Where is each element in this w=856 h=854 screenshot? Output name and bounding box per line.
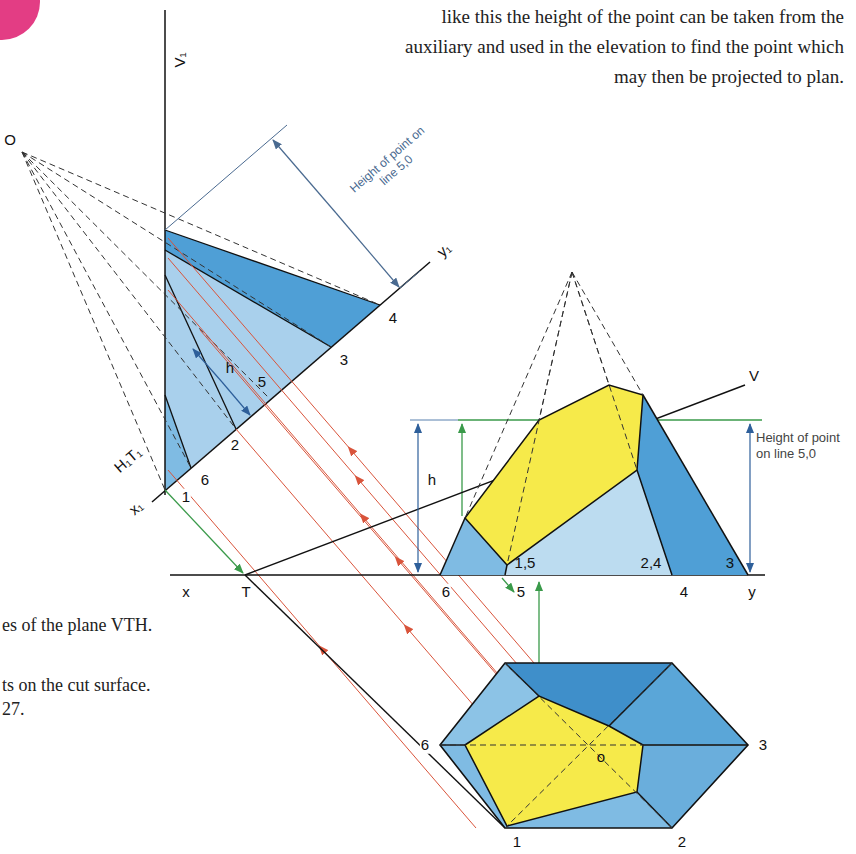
callout-number: 4 <box>388 310 398 327</box>
auxiliary-view-part-part <box>165 395 191 468</box>
axis-label: x₁ <box>125 497 147 519</box>
plan-view-part-part <box>505 663 672 828</box>
apex-label: O <box>4 132 16 149</box>
callout-number: 6 <box>200 472 210 489</box>
auxiliary-view-part <box>165 125 287 230</box>
auxiliary-view-part-part <box>165 230 380 305</box>
dimension-label: Height of point on line 5,0 <box>756 430 850 463</box>
projector-lines-part <box>168 258 548 700</box>
body-text-fragment: 27. <box>2 700 25 720</box>
green-projectors-part <box>165 490 243 573</box>
elevation-view-part-part <box>507 272 572 565</box>
elevation-view-part <box>749 500 750 572</box>
elevation-view-part-part <box>505 565 507 575</box>
green-projectors-part <box>502 578 514 592</box>
trace-label: V <box>748 368 760 385</box>
auxiliary-view-part-part <box>22 152 191 468</box>
auxiliary-view-part-part <box>165 250 331 347</box>
callout-number: 2,4 <box>641 555 662 572</box>
elevation-view-part-part <box>637 470 672 575</box>
elevation-view-part-part <box>572 272 637 470</box>
plan-view-part-part <box>505 663 672 828</box>
plan-view-part <box>440 663 748 828</box>
callout-number: 1 <box>512 834 522 851</box>
auxiliary-view-part-part <box>22 152 380 305</box>
callout-number: 2 <box>677 834 687 851</box>
dimension-label: Height of point on line 5,0 <box>341 118 443 212</box>
green-projectors-part <box>461 424 462 516</box>
page-corner-mark-part <box>0 0 40 40</box>
axis-label: x <box>181 584 191 601</box>
elevation-view-part <box>417 424 418 500</box>
centre-label: o <box>597 749 605 766</box>
elevation-view-part <box>440 395 748 575</box>
auxiliary-view-part <box>165 230 380 490</box>
body-text-fragment: es of the plane VTH. <box>2 616 152 636</box>
projector-lines-part <box>168 238 534 663</box>
auxiliary-view-part-part <box>165 275 236 429</box>
axis-label: y₁ <box>434 240 454 261</box>
plan-view <box>440 663 748 828</box>
plan-view-part <box>465 696 643 826</box>
callout-number: 4 <box>679 584 689 601</box>
auxiliary-view-part <box>165 230 380 347</box>
plan-view-part <box>440 663 748 828</box>
auxiliary-view-part <box>165 395 191 490</box>
auxiliary-view <box>22 10 430 502</box>
callout-number: 3 <box>758 737 768 754</box>
auxiliary-view-part-part <box>22 152 270 399</box>
auxiliary-view-part <box>336 213 399 287</box>
callout-number: 1,5 <box>515 555 536 572</box>
plan-view-part-part <box>440 745 748 746</box>
dimension-label: h <box>226 360 234 377</box>
auxiliary-view-part <box>222 382 250 415</box>
callout-number: 6 <box>420 737 430 754</box>
elevation-view-part-part <box>539 272 572 420</box>
elevation-view-part <box>465 272 643 565</box>
auxiliary-view-part-part <box>22 152 165 490</box>
axis-label: y <box>747 584 757 601</box>
auxiliary-view-part <box>273 140 336 213</box>
callout-number: 5 <box>516 584 526 601</box>
auxiliary-view-part <box>152 262 430 502</box>
callout-number: 3 <box>339 352 349 369</box>
traces-and-ground-line <box>170 385 765 828</box>
traces-and-ground-line-part <box>245 575 505 828</box>
callout-number: 1 <box>181 489 191 506</box>
auxiliary-view-part <box>193 349 222 382</box>
axis-label: V₁ <box>172 52 189 67</box>
callout-number: 5 <box>258 374 266 391</box>
elevation-view-part-part <box>440 518 465 575</box>
elevation-view <box>410 272 750 575</box>
elevation-view-part-part <box>572 272 643 395</box>
body-text-fragment: ts on the cut surface. <box>2 676 150 696</box>
plan-view-part <box>440 663 748 828</box>
trace-label: T <box>240 584 251 601</box>
auxiliary-view-part-part <box>22 152 331 347</box>
page-corner-mark <box>0 0 40 40</box>
auxiliary-view-part-part <box>22 152 236 429</box>
auxiliary-view-part <box>165 230 380 468</box>
elevation-view-part <box>749 424 750 500</box>
auxiliary-view-part <box>164 10 166 495</box>
callout-number: 6 <box>441 584 451 601</box>
auxiliary-view-part <box>22 152 380 490</box>
callout-number: 3 <box>726 555 734 572</box>
trace-label: H₁T₁ <box>110 443 145 477</box>
elevation-view-part <box>410 420 458 421</box>
dimension-label: h <box>427 472 437 489</box>
callout-number: 2 <box>231 437 239 454</box>
elevation-view-part <box>465 385 643 565</box>
plan-view-part <box>440 663 748 828</box>
elevation-view-part <box>417 500 418 572</box>
elevation-view-part <box>637 395 748 575</box>
body-text: like this the height of the point can be… <box>390 2 844 92</box>
plan-view-part-part <box>637 792 672 828</box>
auxiliary-view-part <box>400 271 420 288</box>
elevation-view-part-part <box>465 272 572 518</box>
elevation-view-part-part <box>643 395 748 575</box>
